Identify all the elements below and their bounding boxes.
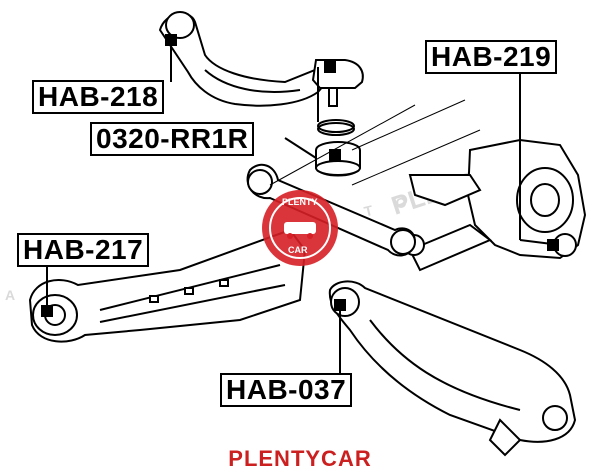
lower-arm-hab-217 (28, 228, 307, 343)
part-label-hab-218: HAB-218 (32, 80, 165, 114)
plentycar-stamp (262, 190, 338, 266)
guide-lines (269, 99, 481, 186)
control-arm-hab-037 (328, 280, 577, 457)
upper-arm-hab-218 (158, 11, 332, 107)
part-label-hab-219: HAB-219 (425, 40, 558, 74)
knuckle-hab-219 (403, 138, 587, 272)
ball-joint (311, 59, 364, 107)
stamp-text-bottom: CAR (288, 245, 308, 255)
part-label-0320-rr1r: 0320-RR1R (90, 122, 255, 156)
part-label-hab-217: HAB-217 (17, 233, 150, 267)
part-label-hab-037: HAB-037 (220, 373, 353, 407)
leader-lines (46, 45, 553, 375)
stamp-text-top: PLENTY (282, 197, 318, 207)
brand-footer: PLENTYCAR (228, 446, 372, 471)
snap-ring (317, 119, 355, 136)
